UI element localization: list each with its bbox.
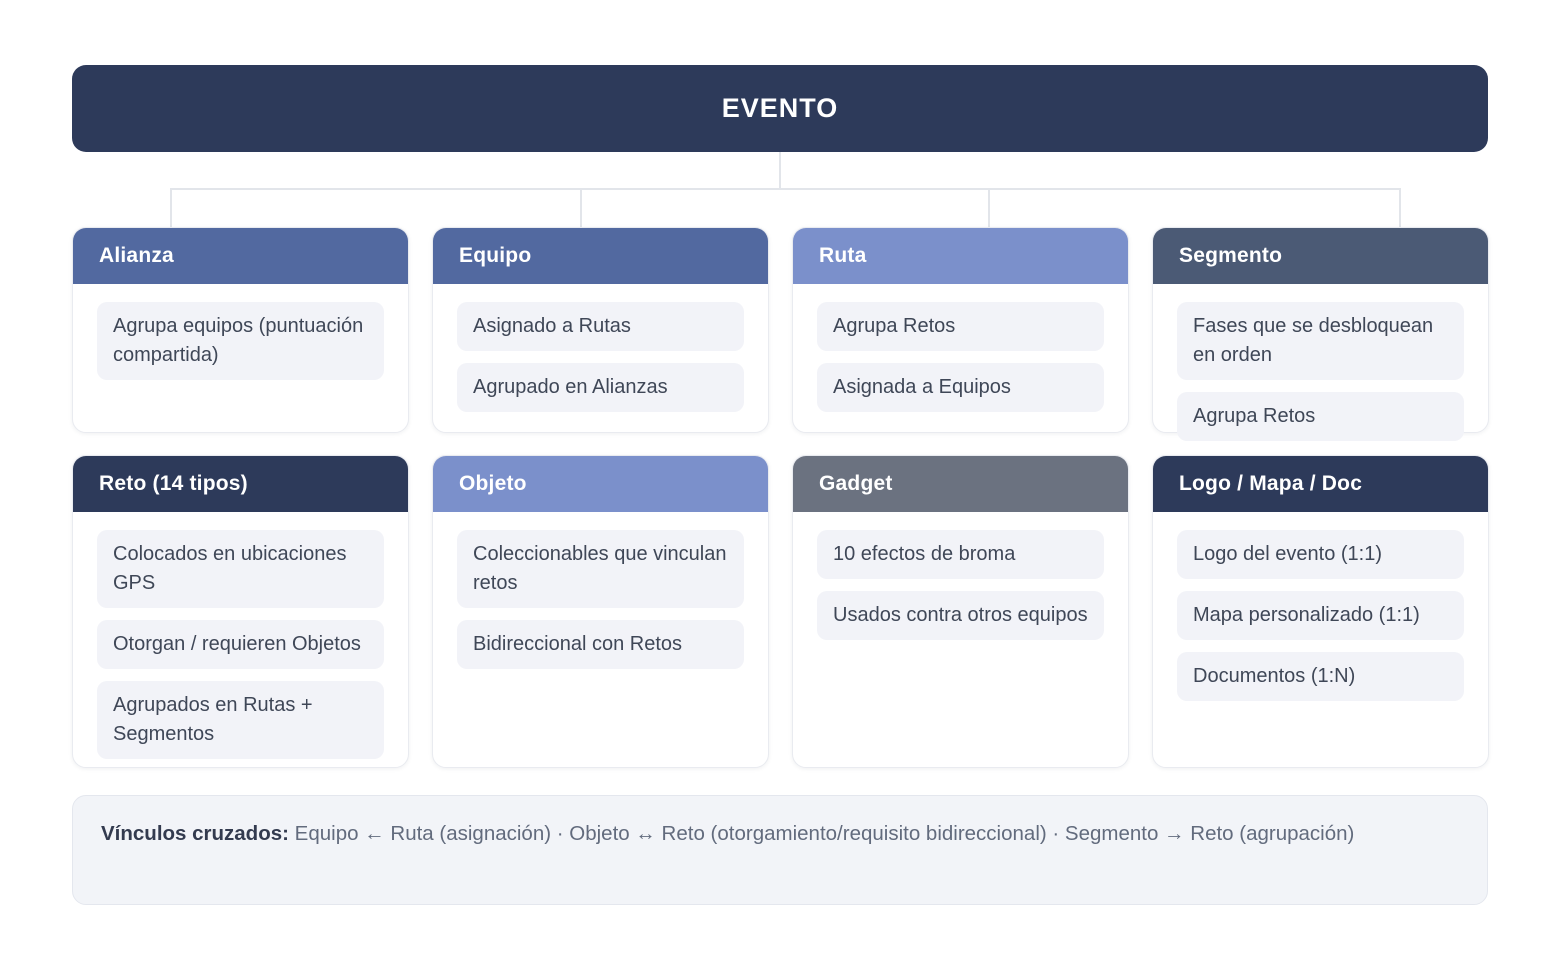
card-item: Bidireccional con Retos bbox=[457, 620, 744, 669]
card-body: Logo del evento (1:1) Mapa personalizado … bbox=[1153, 512, 1488, 719]
card-item: Logo del evento (1:1) bbox=[1177, 530, 1464, 579]
card-item: Asignado a Rutas bbox=[457, 302, 744, 351]
card-item: Agrupado en Alianzas bbox=[457, 363, 744, 412]
card-header-objeto: Objeto bbox=[433, 456, 768, 512]
card-item: 10 efectos de broma bbox=[817, 530, 1104, 579]
card-item: Asignada a Equipos bbox=[817, 363, 1104, 412]
card-header-alianza: Alianza bbox=[73, 228, 408, 284]
card-title: Logo / Mapa / Doc bbox=[1179, 472, 1363, 495]
card-header-equipo: Equipo bbox=[433, 228, 768, 284]
card-item: Coleccionables que vinculan retos bbox=[457, 530, 744, 608]
card-title: Reto (14 tipos) bbox=[99, 472, 248, 495]
connector-drop-2 bbox=[580, 188, 582, 227]
card-title: Ruta bbox=[819, 244, 867, 267]
card-body: Agrupa equipos (puntuación compartida) bbox=[73, 284, 408, 398]
card-header-gadget: Gadget bbox=[793, 456, 1128, 512]
cross-links-note: Vínculos cruzados: Equipo ← Ruta (asigna… bbox=[72, 795, 1488, 905]
evento-root-title: EVENTO bbox=[721, 93, 839, 123]
connector-horizontal bbox=[170, 188, 1401, 190]
card-item: Agrupa Retos bbox=[1177, 392, 1464, 441]
cross-links-label: Vínculos cruzados: bbox=[101, 822, 289, 845]
card-item: Otorgan / requieren Objetos bbox=[97, 620, 384, 669]
card-item: Agrupados en Rutas + Segmentos bbox=[97, 681, 384, 759]
card-header-segmento: Segmento bbox=[1153, 228, 1488, 284]
card-item: Mapa personalizado (1:1) bbox=[1177, 591, 1464, 640]
card-item: Colocados en ubicaciones GPS bbox=[97, 530, 384, 608]
card-item: Agrupa Retos bbox=[817, 302, 1104, 351]
connector-drop-4 bbox=[1399, 188, 1401, 227]
card-item: Fases que se desbloquean en orden bbox=[1177, 302, 1464, 380]
card-header-logo-mapa-doc: Logo / Mapa / Doc bbox=[1153, 456, 1488, 512]
card-body: Colocados en ubicaciones GPS Otorgan / re… bbox=[73, 512, 408, 777]
cross-links-text: Equipo ← Ruta (asignación) · Objeto ↔ Re… bbox=[288, 822, 1355, 845]
card-title: Segmento bbox=[1179, 244, 1283, 267]
card-title: Gadget bbox=[819, 472, 893, 495]
card-header-ruta: Ruta bbox=[793, 228, 1128, 284]
card-item: Documentos (1:N) bbox=[1177, 652, 1464, 701]
card-item: Agrupa equipos (puntuación compartida) bbox=[97, 302, 384, 380]
connector-root-stem bbox=[779, 152, 781, 189]
card-title: Alianza bbox=[99, 244, 174, 267]
card-item: Usados contra otros equipos bbox=[817, 591, 1104, 640]
card-reto-14-tipos: Reto (14 tipos) Colocados en ubicaciones … bbox=[72, 455, 409, 768]
evento-root-node: EVENTO bbox=[72, 65, 1488, 152]
card-title: Objeto bbox=[459, 472, 527, 495]
card-title: Equipo bbox=[459, 244, 532, 267]
connector-drop-1 bbox=[170, 188, 172, 227]
card-header-reto-14-tipos: Reto (14 tipos) bbox=[73, 456, 408, 512]
connector-drop-3 bbox=[988, 188, 990, 227]
